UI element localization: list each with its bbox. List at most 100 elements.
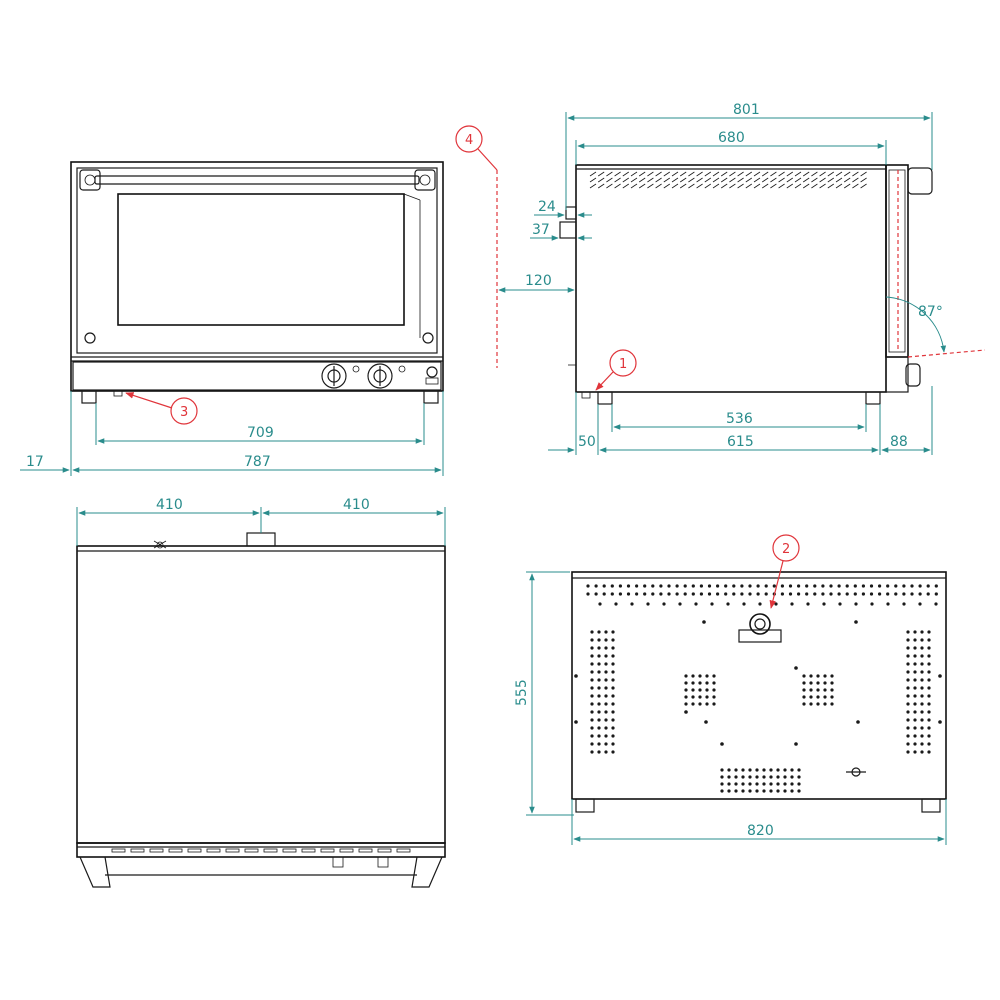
perforation-hole xyxy=(934,602,938,606)
perforation-hole xyxy=(794,742,798,746)
perforation-hole xyxy=(920,718,924,722)
vent-slot xyxy=(630,171,638,177)
perforation-hole xyxy=(748,768,752,772)
vent-slot xyxy=(729,171,736,177)
perforation-hole xyxy=(913,662,917,666)
perforation-hole xyxy=(604,742,608,746)
vent-slot xyxy=(811,171,818,177)
vent-slot xyxy=(860,177,867,183)
perforation-hole xyxy=(790,602,794,606)
perforation-hole xyxy=(927,670,931,674)
perforation-hole xyxy=(927,646,931,650)
perforation-hole xyxy=(805,592,809,596)
perforation-hole xyxy=(938,720,942,724)
perforation-hole xyxy=(611,694,615,698)
vent-slot xyxy=(679,183,687,189)
vent-slot xyxy=(819,183,826,189)
perforation-hole xyxy=(590,646,594,650)
perforation-hole xyxy=(643,584,647,588)
perforation-hole xyxy=(764,584,768,588)
perforation-hole xyxy=(927,662,931,666)
perforation-hole xyxy=(902,592,906,596)
perforation-hole xyxy=(604,686,608,690)
door-slot xyxy=(339,848,354,853)
perforation-hole xyxy=(906,702,910,706)
perforation-hole xyxy=(705,674,709,678)
vent-slot xyxy=(737,183,744,189)
perforation-hole xyxy=(716,592,720,596)
back-view xyxy=(571,571,947,813)
vent-slot xyxy=(671,177,679,183)
perforation-hole xyxy=(837,584,841,588)
perforation-hole xyxy=(762,768,766,772)
dim-side-left-offset: 50 xyxy=(578,434,596,450)
perforation-hole xyxy=(705,702,709,706)
perforation-hole xyxy=(732,584,736,588)
perforation-hole xyxy=(646,602,650,606)
perforation-hole xyxy=(783,768,787,772)
perforation-hole xyxy=(822,602,826,606)
vent-slot xyxy=(852,171,859,177)
perforation-hole xyxy=(878,584,882,588)
perforation-hole xyxy=(821,592,825,596)
perforation-hole xyxy=(816,681,820,685)
perforation-hole xyxy=(920,630,924,634)
perforation-hole xyxy=(720,742,724,746)
vent-slot xyxy=(589,183,597,189)
perforation-hole xyxy=(698,681,702,685)
perforation-hole xyxy=(683,592,687,596)
perforation-hole xyxy=(611,726,615,730)
perforation-hole xyxy=(934,592,938,596)
perforation-hole xyxy=(813,592,817,596)
vent-slot xyxy=(745,177,753,183)
dim-side-clearance: 120 xyxy=(525,273,552,289)
perforation-hole xyxy=(597,630,601,634)
perforation-hole xyxy=(920,742,924,746)
perforation-hole xyxy=(626,592,631,596)
perforation-hole xyxy=(740,592,744,596)
perforation-hole xyxy=(797,584,801,588)
perforation-hole xyxy=(934,584,938,588)
vent-slot xyxy=(753,171,761,177)
perforation-hole xyxy=(920,702,924,706)
perforation-hole xyxy=(724,592,728,596)
perforation-hole xyxy=(705,695,709,699)
top-door-slots xyxy=(111,848,411,853)
perforation-hole xyxy=(762,789,766,793)
perforation-hole xyxy=(790,782,794,786)
vent-slot xyxy=(745,171,753,177)
perforation-hole xyxy=(829,592,833,596)
perforation-hole xyxy=(790,789,794,793)
perforation-hole xyxy=(741,789,745,793)
vent-slot xyxy=(753,177,761,183)
perforation-hole xyxy=(927,654,931,658)
perforation-hole xyxy=(597,750,601,754)
vent-slot xyxy=(589,171,597,177)
callout-feet: 3 xyxy=(125,392,198,425)
perforation-hole xyxy=(604,694,608,698)
dim-side-outlet-37: 37 xyxy=(532,222,550,238)
perforation-hole xyxy=(927,694,931,698)
perforation-hole xyxy=(869,592,874,596)
door-slot xyxy=(168,848,183,853)
vent-slot xyxy=(704,171,712,177)
perforation-hole xyxy=(755,782,759,786)
perforation-hole xyxy=(802,702,806,706)
perforation-hole xyxy=(684,695,688,699)
perforation-hole xyxy=(906,742,910,746)
vent-slot xyxy=(729,183,736,189)
perforation-hole xyxy=(698,695,702,699)
perforation-hole xyxy=(604,630,608,634)
perforation-hole xyxy=(604,638,608,642)
vent-slot xyxy=(737,177,744,183)
vent-slot xyxy=(720,171,728,177)
perforation-hole xyxy=(802,674,806,678)
perforation-hole xyxy=(906,718,910,722)
perforation-hole xyxy=(788,592,793,596)
perforation-hole xyxy=(829,584,833,588)
perforation-hole xyxy=(741,768,745,772)
perforation-hole xyxy=(707,584,712,588)
perforation-hole xyxy=(830,688,834,692)
perforation-hole xyxy=(918,592,922,596)
perforation-hole xyxy=(906,726,910,730)
